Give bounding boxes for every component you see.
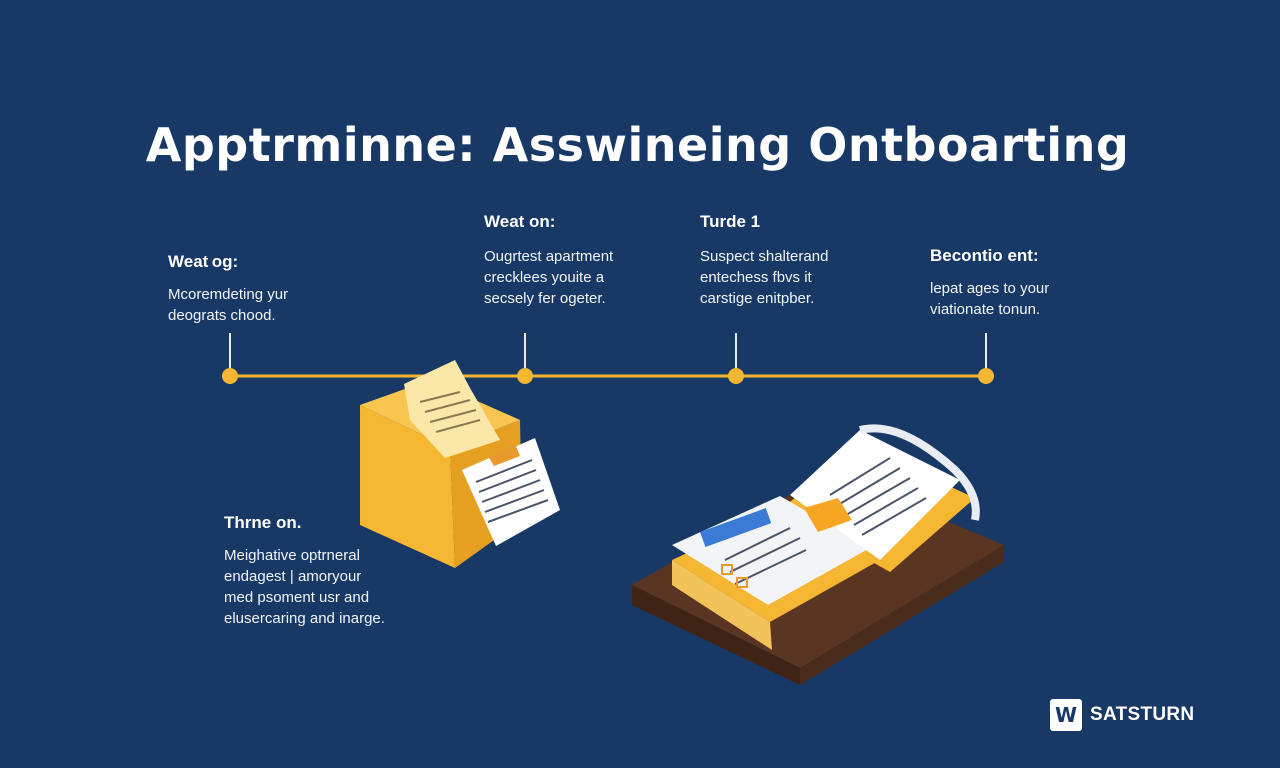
step-4-heading: Becontio ent: [930, 246, 1039, 265]
step-3-description: Suspect shalterand entechess fbvs it car… [700, 246, 828, 309]
brand-logo: W SATSTURN [1050, 699, 1194, 731]
open-book-icon [672, 424, 980, 650]
step-5-heading: Thrne on. [224, 513, 302, 532]
step-4-line-2: viationate tonun. [930, 301, 1041, 318]
page-title: Apptrminne: Asswineing Ontboarting [145, 118, 1130, 172]
step-3-heading: Turde 1 [700, 212, 761, 231]
step-5-line-2: endagest | amoryour [224, 568, 362, 585]
document-page-icon [462, 438, 560, 546]
step-2: Weat on: Ougrtest apartment crecklees yo… [484, 212, 613, 309]
step-2-heading: Weat on: [484, 212, 556, 231]
step-3-line-3: carstige enitpber. [700, 290, 815, 307]
step-2-line-1: Ougrtest apartment [484, 248, 614, 265]
step-5-line-3: med psoment usr and [224, 589, 370, 606]
step-1-heading: Weat og: [168, 252, 239, 271]
step-4-line-1: lepat ages to your [930, 280, 1050, 297]
step-1: Weat og: Mcoremdeting yur deograts chood… [168, 252, 288, 326]
step-3-line-2: entechess fbvs it [700, 269, 812, 286]
step-4: Becontio ent: lepat ages to your viation… [930, 246, 1049, 320]
step-5-line-1: Meighative optrneral [224, 547, 360, 564]
step-2-line-2: crecklees youite a [484, 269, 605, 286]
step-4-description: lepat ages to your viationate tonun. [930, 278, 1049, 320]
timeline-marker-1 [222, 368, 238, 384]
step-1-line-2: deograts chood. [168, 307, 276, 324]
step-2-line-3: secsely fer ogeter. [484, 290, 606, 307]
logo-mark-icon: W [1050, 699, 1082, 731]
step-5: Thrne on. Meighative optrneral endagest … [224, 513, 385, 629]
step-1-description: Mcoremdeting yur deograts chood. [168, 284, 288, 326]
timeline-marker-3 [728, 368, 744, 384]
step-1-line-1: Mcoremdeting yur [168, 286, 289, 303]
step-5-description: Meighative optrneral endagest | amoryour… [224, 545, 385, 629]
timeline-marker-2 [517, 368, 533, 384]
timeline-marker-4 [978, 368, 994, 384]
step-3: Turde 1 Suspect shalterand entechess fbv… [700, 212, 828, 309]
logo-text: SATSTURN [1090, 704, 1195, 725]
step-3-line-1: Suspect shalterand [700, 248, 829, 265]
step-2-description: Ougrtest apartment crecklees youite a se… [484, 246, 613, 309]
step-5-line-4: elusercaring and inarge. [224, 610, 385, 627]
